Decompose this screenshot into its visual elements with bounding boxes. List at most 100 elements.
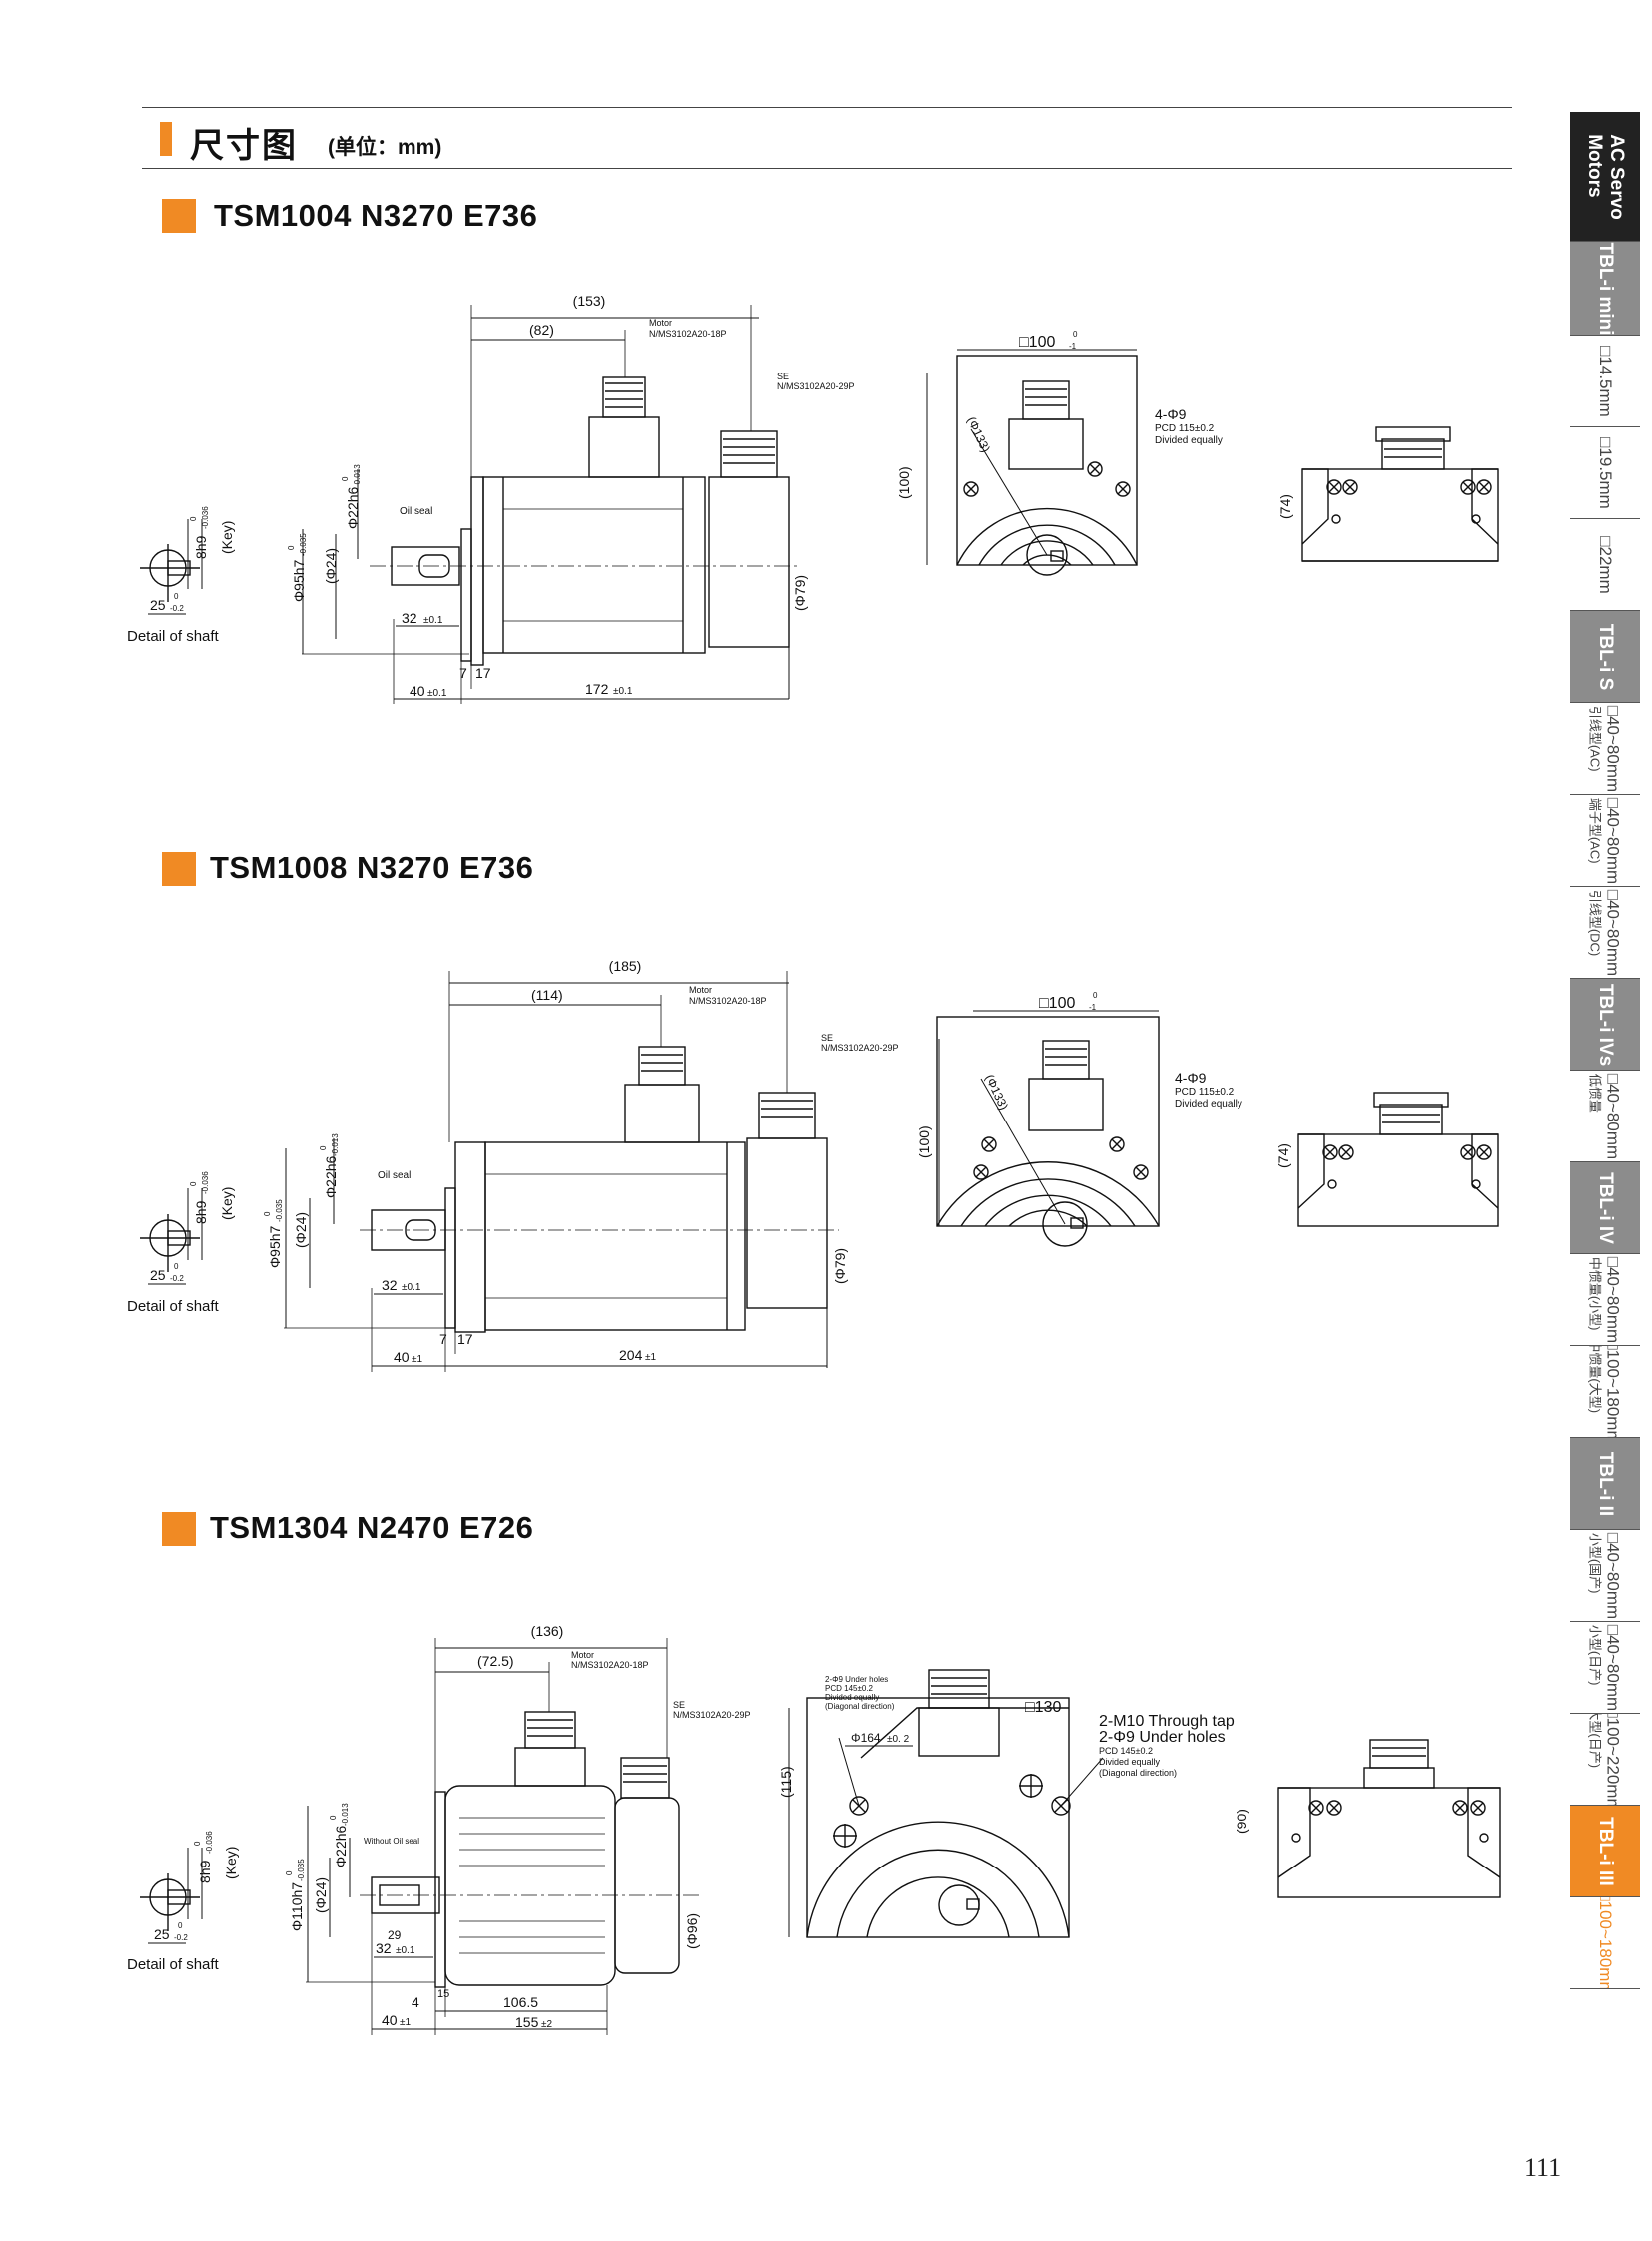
tab-sub: 引线型(DC)	[1587, 889, 1603, 956]
m3-key-len-tol: ±0.1	[396, 1945, 415, 1956]
m1-divided: Divided equally	[1155, 435, 1223, 446]
page-number: 111	[1524, 2153, 1562, 2182]
m1-flange-a: 7	[459, 665, 467, 681]
m1-motor-conn-pos: (82)	[529, 322, 554, 338]
m2-shaft-dia: Φ22h6	[323, 1155, 339, 1198]
m3-key-tol0: 0	[193, 1841, 202, 1846]
m1-key-tol: -0.036	[201, 506, 210, 529]
tab-size: □19.5mm	[1596, 436, 1615, 509]
tab-size: □100~180mm	[1603, 1346, 1623, 1438]
tab-sub: 端子型(AC)	[1587, 797, 1603, 864]
m3-body-len-tol: ±2	[541, 2019, 552, 2030]
model-1-drawing: (153) (82) Motor N/MS3102A20-18P SE N/MS…	[127, 293, 1499, 704]
tab-tbl-i-ivs[interactable]: TBL-i IVs	[1570, 979, 1640, 1071]
model-3-side-view	[140, 1638, 699, 2035]
m3-through-div: Divided equally	[1099, 1757, 1161, 1767]
m2-flange-square-tol: -1	[1089, 1003, 1097, 1012]
m1-key-depth-tol0: 0	[174, 592, 179, 601]
tab-ac-servo-label-2: Motors	[1584, 133, 1605, 198]
tab-tbl-i-s[interactable]: TBL-i S	[1570, 611, 1640, 703]
m1-collar-dia: (Φ24)	[323, 548, 339, 584]
tab-size: □40~80mm	[1603, 1073, 1623, 1159]
page-title: 尺寸图	[190, 127, 298, 165]
m2-side-height: (74)	[1275, 1143, 1291, 1168]
m1-height: (100)	[896, 466, 912, 499]
m1-encoder-dia: (Φ79)	[792, 575, 808, 611]
m3-through-b: 2-Φ9 Under holes	[1099, 1729, 1226, 1746]
model-2-side-view	[140, 971, 839, 1372]
tab-sub: 中惯量(小型)	[1587, 1256, 1603, 1330]
m3-flange-a: 4	[412, 1994, 419, 2010]
m3-shaft-tol: -0.013	[341, 1803, 350, 1826]
tab-tbl-i-iii[interactable]: TBL-i III	[1570, 1806, 1640, 1897]
tab-size: □40~80mm	[1603, 705, 1623, 792]
model-1-front-view	[926, 349, 1138, 576]
m2-shaft-tol0: 0	[319, 1145, 328, 1150]
m2-flange-a: 7	[439, 1331, 447, 1347]
m3-shaft-dia: Φ22h6	[333, 1825, 349, 1868]
m3-flange-square: □130	[1025, 1699, 1061, 1716]
m2-shaft-detail: Detail of shaft	[127, 1298, 220, 1315]
m1-key-depth-tol: -0.2	[170, 604, 184, 613]
m2-se-conn: SE	[821, 1033, 833, 1043]
m3-pilot-tol: -0.035	[297, 1859, 306, 1881]
m3-through-pcd: PCD 145±0.2	[1099, 1746, 1153, 1756]
model-1-side-view	[140, 305, 799, 704]
tab-tbl-i-iv[interactable]: TBL-i IV	[1570, 1162, 1640, 1254]
m3-motor-conn: Motor	[571, 1650, 594, 1660]
m3-under-pcd: PCD 145±0.2	[825, 1684, 874, 1693]
m2-shaft-len: 40	[394, 1349, 410, 1365]
m2-key-tol0: 0	[189, 1181, 198, 1186]
m2-oil-seal: Oil seal	[378, 1170, 411, 1181]
model-2-name: TSM1008 N3270 E736	[210, 850, 534, 885]
m3-motor-conn-pos: (72.5)	[477, 1653, 514, 1669]
m1-body-len: 172	[585, 681, 609, 697]
m2-pcd: PCD 115±0.2	[1175, 1087, 1235, 1098]
m1-key-len: 32	[402, 610, 417, 626]
m2-pilot-dia: Φ95h7	[267, 1225, 283, 1268]
m2-key-depth: 25	[150, 1267, 166, 1283]
m2-total: (185)	[609, 958, 642, 974]
model-2-drawing: (185) (114) Motor N/MS3102A20-18P SE N/M…	[127, 958, 1499, 1372]
m3-pilot-tol0: 0	[285, 1870, 294, 1875]
m3-key-label: (Key)	[223, 1847, 239, 1879]
m3-key-len: 32	[376, 1940, 392, 1956]
tab-22mm[interactable]: □22mm	[1570, 519, 1640, 611]
m1-flange-square-tol: -1	[1069, 342, 1077, 351]
m3-body-inner: 106.5	[503, 1994, 538, 2010]
m1-key-len-tol: ±0.1	[423, 615, 443, 626]
m2-key-tol: -0.036	[201, 1171, 210, 1194]
m3-pcd-dia-tol: ±0. 2	[887, 1734, 910, 1745]
m3-se-conn: SE	[673, 1700, 685, 1710]
tab-iii-size[interactable]: □100~180mm	[1570, 1897, 1640, 1989]
m1-flange-b: 17	[475, 665, 491, 681]
tab-tbl-i-mini[interactable]: TBL-i mini	[1570, 242, 1640, 336]
m2-motor-conn-pos: (114)	[531, 987, 563, 1003]
tab-tbl-i-ii[interactable]: TBL-i II	[1570, 1438, 1640, 1530]
model-1-name: TSM1004 N3270 E736	[214, 198, 538, 233]
m3-se-conn-part: N/MS3102A20-29P	[673, 1710, 751, 1720]
tab-14-5mm[interactable]: □14.5mm	[1570, 336, 1640, 427]
m1-shaft-len-tol: ±0.1	[427, 688, 447, 699]
tab-size: □40~80mm	[1603, 1624, 1623, 1711]
title-accent-bar	[160, 122, 172, 156]
tab-label: TBL-i IV	[1595, 1171, 1616, 1244]
tab-19-5mm[interactable]: □19.5mm	[1570, 427, 1640, 519]
tab-size: □100~220mm	[1603, 1714, 1623, 1806]
m3-key-depth: 25	[154, 1926, 170, 1942]
m3-shaft-len: 40	[382, 2012, 398, 2028]
m1-total: (153)	[573, 293, 606, 309]
m3-height: (115)	[778, 1766, 794, 1798]
m1-shaft-len: 40	[410, 683, 425, 699]
m2-collar-dia: (Φ24)	[293, 1212, 309, 1248]
